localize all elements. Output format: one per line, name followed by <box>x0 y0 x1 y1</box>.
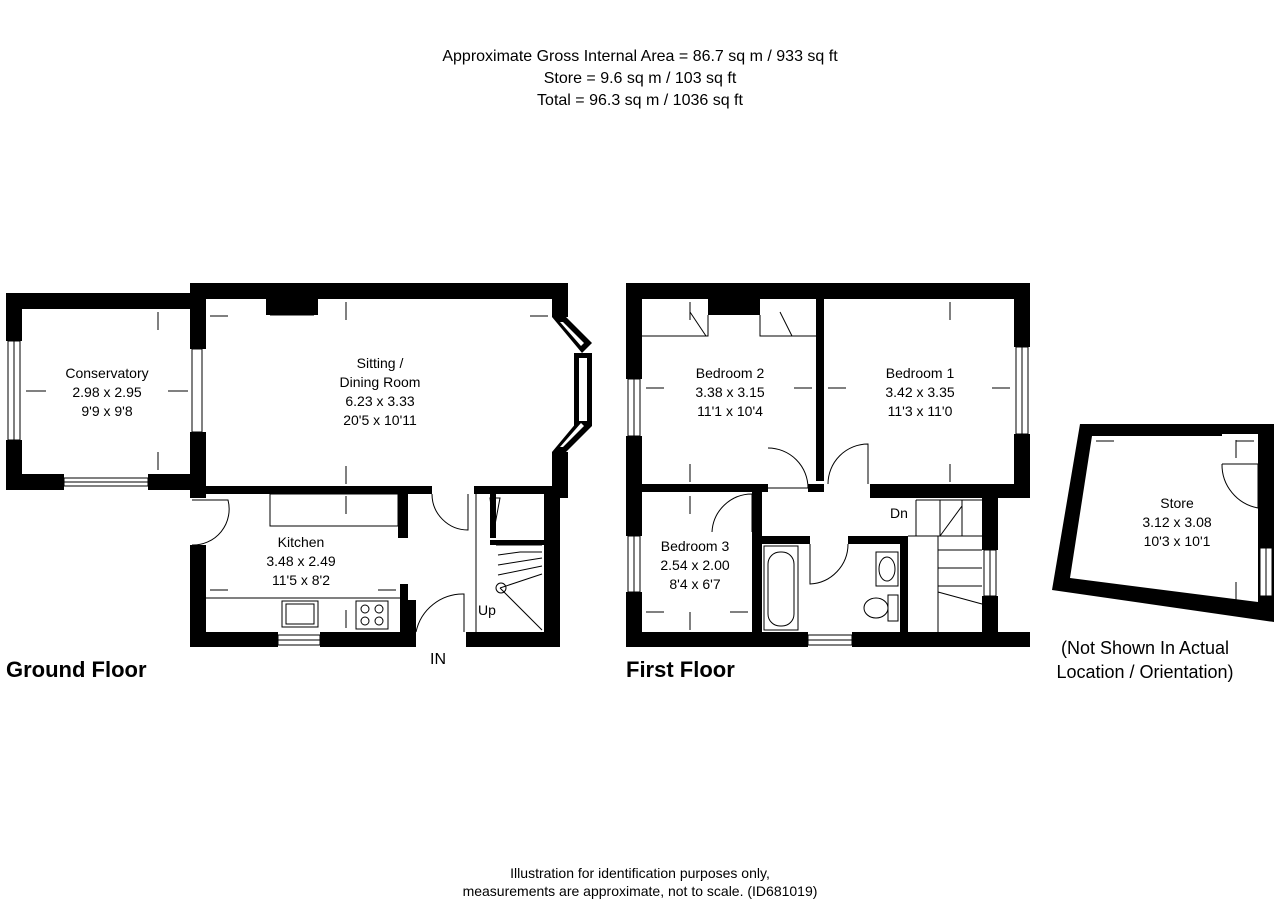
room-metric-size: 3.48 x 2.49 <box>266 553 336 569</box>
first-floor-walls <box>626 283 1030 647</box>
area-summary-total: Total = 96.3 sq m / 1036 sq ft <box>537 92 743 109</box>
area-summary-gross: Approximate Gross Internal Area = 86.7 s… <box>442 48 838 65</box>
room-bedroom-2: Bedroom 2 3.38 x 3.15 11'1 x 10'4 <box>665 364 795 421</box>
room-imperial-size: 8'4 x 6'7 <box>669 576 721 592</box>
ground-floor-label: Ground Floor <box>6 657 147 682</box>
room-metric-size: 3.38 x 3.15 <box>695 384 765 400</box>
room-metric-size: 6.23 x 3.33 <box>345 393 415 409</box>
room-metric-size: 3.12 x 3.08 <box>1142 514 1212 530</box>
first-floor-label: First Floor <box>626 657 735 682</box>
room-name: Bedroom 3 <box>660 538 730 554</box>
dimension-arrows <box>26 302 1254 630</box>
room-imperial-size: 11'5 x 8'2 <box>271 572 331 588</box>
stairs-down-label: Dn <box>890 505 908 521</box>
room-name: Bedroom 1 <box>885 365 955 381</box>
room-metric-size: 2.54 x 2.00 <box>660 557 730 573</box>
room-name-line2: Dining Room <box>339 374 421 390</box>
room-kitchen: Kitchen 3.48 x 2.49 11'5 x 8'2 <box>236 533 366 590</box>
room-name: Sitting / <box>356 355 404 371</box>
disclaimer-line1: Illustration for identification purposes… <box>510 865 770 881</box>
room-name: Conservatory <box>65 365 149 381</box>
room-conservatory: Conservatory 2.98 x 2.95 9'9 x 9'8 <box>42 364 172 421</box>
room-store: Store 3.12 x 3.08 10'3 x 10'1 <box>1112 494 1242 551</box>
room-name: Store <box>1160 495 1194 511</box>
store-walls <box>1052 424 1274 622</box>
room-bedroom-1: Bedroom 1 3.42 x 3.35 11'3 x 11'0 <box>855 364 985 421</box>
first-floor-details <box>627 311 1029 646</box>
room-metric-size: 3.42 x 3.35 <box>885 384 955 400</box>
store-location-note: (Not Shown In Actual Location / Orientat… <box>1040 636 1250 684</box>
room-metric-size: 2.98 x 2.95 <box>72 384 142 400</box>
room-bedroom-3: Bedroom 3 2.54 x 2.00 8'4 x 6'7 <box>630 537 760 594</box>
store-details <box>1221 463 1273 597</box>
store-note-line1: (Not Shown In Actual <box>1060 638 1230 658</box>
room-imperial-size: 11'1 x 10'4 <box>697 403 763 419</box>
room-imperial-size: 9'9 x 9'8 <box>81 403 133 419</box>
disclaimer-line2: measurements are approximate, not to sca… <box>462 883 818 899</box>
ground-floor-details <box>7 314 543 646</box>
area-summary-store: Store = 9.6 sq m / 103 sq ft <box>543 70 737 87</box>
room-name: Bedroom 2 <box>695 365 765 381</box>
room-sitting-dining: Sitting / Dining Room 6.23 x 3.33 20'5 x… <box>300 354 460 430</box>
room-imperial-size: 10'3 x 10'1 <box>1143 533 1211 549</box>
ground-floor-walls <box>6 283 592 647</box>
room-name: Kitchen <box>277 534 325 550</box>
room-imperial-size: 20'5 x 10'11 <box>343 412 417 428</box>
entrance-label: IN <box>430 651 446 668</box>
stairs-up-label: Up <box>478 602 496 618</box>
disclaimer: Illustration for identification purposes… <box>0 864 1280 900</box>
room-imperial-size: 11'3 x 11'0 <box>887 403 953 419</box>
store-note-line2: Location / Orientation) <box>1056 662 1234 682</box>
